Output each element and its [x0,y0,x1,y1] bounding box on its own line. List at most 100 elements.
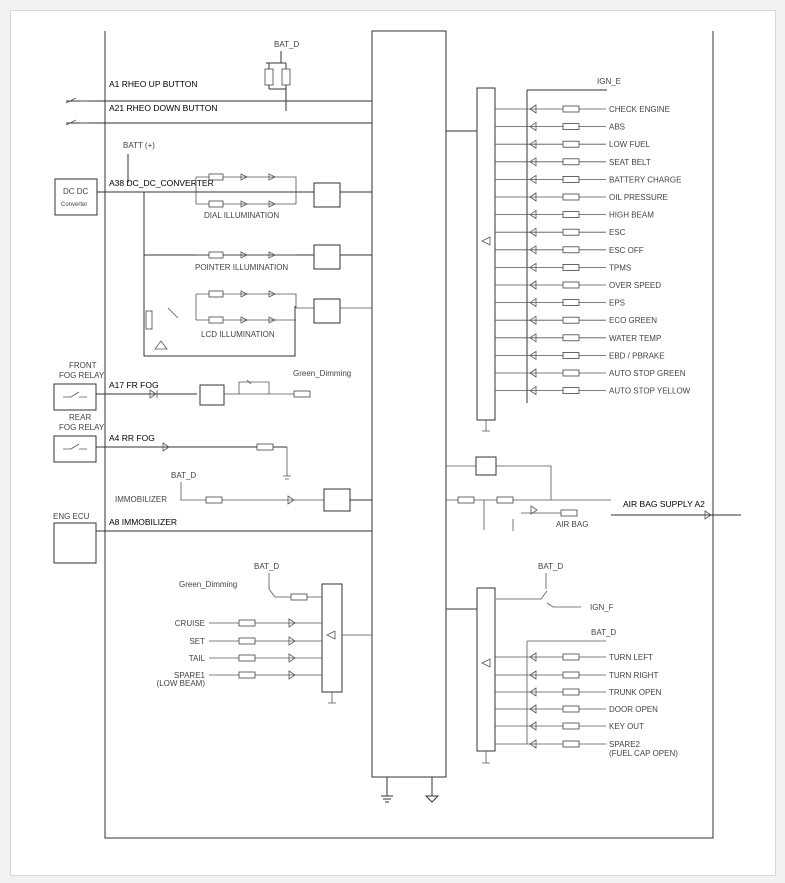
indicator-right-3-resistor [562,688,580,696]
front-fog-relay-box [53,383,97,411]
indicator-right-2-led [529,670,537,680]
warning-lamp-3-resistor [562,140,580,148]
warning-lamp-15-label: EBD / PBRAKE [609,351,665,360]
dc-dc-label: DC DC [63,187,89,196]
warning-lamp-15-resistor [562,351,580,359]
warning-lamp-9-resistor [562,246,580,254]
warning-lamp-4-resistor [562,158,580,166]
pin-a2-label: AIR BAG SUPPLY A2 [623,499,705,509]
immobilizer-label: IMMOBILIZER [115,495,167,504]
bat-d-lower-right-label: BAT_D [538,562,563,571]
indicator-left-4-label: SPARE1 [174,671,206,680]
warning-lamp-7-resistor [562,211,580,219]
warning-lamp-11-label: OVER SPEED [609,281,661,290]
warning-lamp-2-led [529,121,537,132]
warning-lamp-1-label: CHECK ENGINE [609,105,670,114]
warning-lamp-16-resistor [562,369,580,377]
indicator-right-4-label: DOOR OPEN [609,705,658,714]
warning-lamp-8-resistor [562,228,580,236]
green-dimming-label-lower: Green_Dimming [179,580,237,589]
pin-a4-label: A4 RR FOG [109,433,155,443]
ign-e-label: IGN_E [597,77,621,86]
pin-a8-label: A8 IMMOBILIZER [109,517,177,527]
warning-lamp-17-label: AUTO STOP YELLOW [609,387,691,396]
pin-a38-label: A38 DC_DC_CONVERTER [109,178,214,188]
warning-lamp-5-resistor [562,175,580,183]
bat-d-indicator-label: BAT_D [591,628,616,637]
front-fog-relay-label: FOG RELAY [59,371,105,380]
warning-lamp-10-resistor [562,263,580,271]
indicator-right-1-resistor [562,653,580,661]
pin-a1-label: A1 RHEO UP BUTTON [109,79,197,89]
green-dimming-label-top: Green_Dimming [293,369,351,378]
warning-lamp-1-led [529,104,537,114]
warning-lamp-13-resistor [562,316,580,324]
indicator-right-4-resistor [562,705,580,713]
indicator-left-4-led [288,670,296,680]
warning-lamp-16-led [529,368,537,378]
warning-lamp-2-label: ABS [609,123,625,132]
warning-lamp-3-led [529,139,537,149]
warning-lamp-14-led [529,333,537,343]
warning-lamp-17-led [529,385,537,396]
warning-lamp-10-label: TPMS [609,263,631,272]
warning-lamp-8-led [529,227,537,237]
batt-plus-label: BATT (+) [123,141,155,150]
warning-lamp-6-led [529,192,537,202]
warning-lamp-11-resistor [562,281,580,289]
warning-lamp-1-resistor [562,105,580,113]
rear-fog-relay-box [53,435,97,463]
warning-lamp-13-led [529,315,537,325]
airbag-driver [475,456,497,476]
cluster-schematic: A1 RHEO UP BUTTON A21 RHEO DOWN BUTTON B… [53,30,741,839]
pin-a17-label: A17 FR FOG [109,380,159,390]
indicator-right-3-label: TRUNK OPEN [609,688,662,697]
warning-lamp-5-led [529,174,537,185]
indicator-right-6-resistor [562,740,580,748]
warning-lamp-7-led [529,209,537,220]
ign-f-label: IGN_F [590,603,614,612]
indicator-right-5-label: KEY OUT [609,722,644,731]
warning-driver [476,87,496,421]
pin-a21-label: A21 RHEO DOWN BUTTON [109,103,217,113]
warning-lamp-9-led [529,245,537,255]
lower-left-driver [321,583,343,693]
warning-lamp-10-led [529,262,537,273]
warning-lamp-3-label: LOW FUEL [609,140,650,149]
indicator-right-6-label: SPARE2 [609,740,641,749]
indicator-left-sub-label: (LOW BEAM) [157,679,206,688]
warning-lamp-13-label: ECO GREEN [609,316,657,325]
indicator-driver [476,587,496,752]
indicator-right-3-led [529,687,537,697]
indicator-right-5-led [529,721,537,731]
indicator-right-1-label: TURN LEFT [609,653,653,662]
indicator-left-2-led [288,636,296,646]
lcd-illumination-label: LCD ILLUMINATION [201,330,275,339]
indicator-right-6-led [529,739,537,749]
warning-lamp-12-led [529,297,537,308]
dial-illumination-label: DIAL ILLUMINATION [204,211,279,220]
warning-lamp-5-label: BATTERY CHARGE [609,175,681,184]
indicator-right-4-led [529,704,537,714]
indicator-right-5-resistor [562,722,580,730]
warning-lamp-14-resistor [562,334,580,342]
pointer-illumination-label: POINTER ILLUMINATION [195,263,288,272]
eng-ecu-label: ENG ECU [53,512,90,521]
dc-dc-converter-box [54,178,98,216]
warning-lamp-7-label: HIGH BEAM [609,211,654,220]
warning-lamp-14-label: WATER TEMP [609,334,661,343]
warning-lamp-4-led [529,157,537,167]
indicator-left-1-label: CRUISE [175,619,205,628]
indicator-left-2-label: SET [189,637,205,646]
bat-d-top-label: BAT_D [274,40,299,49]
indicator-left-1-resistor [238,619,256,627]
warning-lamp-16-label: AUTO STOP GREEN [609,369,686,378]
indicator-left-2-resistor [238,637,256,645]
indicator-right-sub-label: (FUEL CAP OPEN) [609,749,678,758]
central-bus [371,30,447,778]
warning-lamp-2-resistor [562,123,580,130]
front-label: FRONT [69,361,97,370]
indicator-right-2-label: TURN RIGHT [609,671,658,680]
indicator-left-1-led [288,618,296,628]
indicator-left-3-label: TAIL [189,654,206,663]
